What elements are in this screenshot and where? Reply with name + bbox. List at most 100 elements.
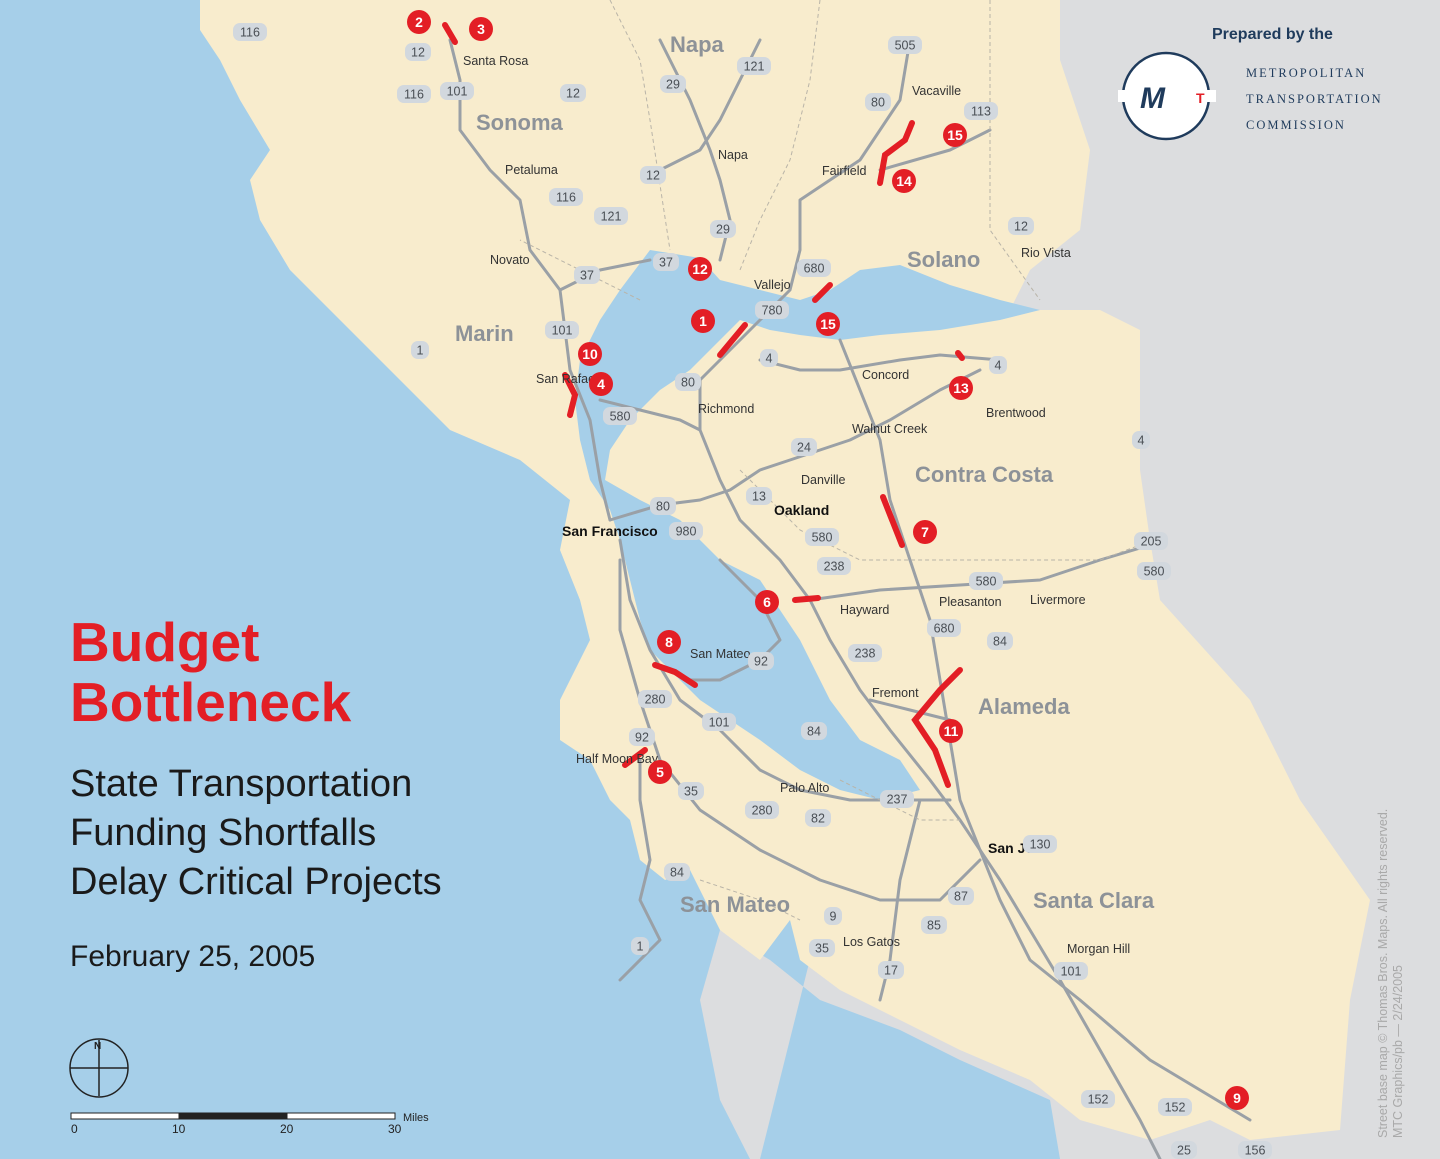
highway-shield: 24 — [791, 438, 817, 456]
shield-number: 24 — [797, 441, 811, 455]
city-label: Danville — [801, 473, 846, 487]
shield-number: 980 — [676, 525, 697, 539]
org-line: METROPOLITAN — [1246, 66, 1367, 80]
highway-shield: 680 — [797, 259, 831, 277]
shield-number: 205 — [1141, 535, 1162, 549]
city-label: Walnut Creek — [852, 422, 928, 436]
scale-bar: 0 10 20 30 Miles — [70, 1112, 429, 1136]
shield-number: 37 — [659, 256, 673, 270]
highway-shield: 280 — [638, 690, 672, 708]
highway-shield: 29 — [710, 220, 736, 238]
shield-shape — [594, 207, 628, 225]
org-line: COMMISSION — [1246, 118, 1346, 132]
subtitle-line: Funding Shortfalls — [70, 812, 377, 854]
shield-shape — [1137, 562, 1171, 580]
marker-circle — [691, 309, 715, 333]
highway-shield: 238 — [848, 644, 882, 662]
marker-circle — [949, 376, 973, 400]
shield-number: 680 — [804, 262, 825, 276]
shield-number: 580 — [812, 531, 833, 545]
shield-shape — [1008, 217, 1034, 235]
shield-shape — [848, 644, 882, 662]
project-marker: 8 — [657, 630, 681, 654]
shield-number: 29 — [716, 223, 730, 237]
county-label: Sonoma — [476, 110, 564, 135]
shield-shape — [746, 487, 772, 505]
highway-shield: 80 — [650, 497, 676, 515]
marker-number: 6 — [763, 594, 771, 610]
shield-number: 4 — [1138, 434, 1145, 448]
shield-number: 130 — [1030, 838, 1051, 852]
shield-shape — [791, 438, 817, 456]
subtitle-line: State Transportation — [70, 763, 413, 805]
shield-shape — [549, 188, 583, 206]
county-label: Contra Costa — [915, 462, 1054, 487]
shield-shape — [745, 801, 779, 819]
highway-shield: 80 — [865, 93, 891, 111]
highway-shield: 84 — [664, 863, 690, 881]
scale-tick: 20 — [280, 1122, 294, 1136]
map-credit: Street base map © Thomas Bros. Maps. All… — [1376, 809, 1406, 1138]
marker-number: 9 — [1233, 1090, 1241, 1106]
marker-circle — [1225, 1086, 1249, 1110]
marker-number: 4 — [597, 376, 605, 392]
shield-shape — [1081, 1090, 1115, 1108]
shield-number: 580 — [1144, 565, 1165, 579]
scale-tick: 0 — [71, 1122, 78, 1136]
shield-number: 9 — [830, 910, 837, 924]
shield-shape — [755, 301, 789, 319]
shield-number: 238 — [855, 647, 876, 661]
project-marker: 9 — [1225, 1086, 1249, 1110]
city-label: Novato — [490, 253, 530, 267]
mtc-logo: M T — [1118, 51, 1216, 141]
highway-shield: 4 — [989, 356, 1007, 374]
highway-shield: 1 — [631, 937, 649, 955]
shield-shape — [921, 916, 947, 934]
highway-shield: 280 — [745, 801, 779, 819]
city-label: Richmond — [698, 402, 754, 416]
county-label: San Mateo — [680, 892, 790, 917]
san-francisco-bay — [575, 250, 1040, 800]
highway-shield: 80 — [675, 373, 701, 391]
highway-shield: 87 — [948, 887, 974, 905]
shield-number: 85 — [927, 919, 941, 933]
shield-number: 12 — [1014, 220, 1028, 234]
highway-shield: 12 — [1008, 217, 1034, 235]
shield-number: 13 — [752, 490, 766, 504]
shield-shape — [669, 522, 703, 540]
shield-shape — [638, 690, 672, 708]
city-label: San Rafael — [536, 372, 598, 386]
marker-circle — [688, 257, 712, 281]
shield-number: 25 — [1177, 1144, 1191, 1158]
highway-shield: 156 — [1238, 1141, 1272, 1159]
project-marker: 12 — [688, 257, 712, 281]
highway-shield: 980 — [669, 522, 703, 540]
highway-shield: 92 — [629, 728, 655, 746]
shield-shape — [969, 572, 1003, 590]
organization-name: METROPOLITAN TRANSPORTATION COMMISSION — [1246, 60, 1383, 138]
highway-shield: 580 — [805, 528, 839, 546]
marker-circle — [657, 630, 681, 654]
shield-number: 92 — [635, 731, 649, 745]
marker-number: 3 — [477, 21, 485, 37]
highway-shield: 12 — [640, 166, 666, 184]
north-label: N — [94, 1041, 101, 1052]
city-label: Fremont — [872, 686, 919, 700]
project-marker: 15 — [943, 123, 967, 147]
shield-shape — [948, 887, 974, 905]
city-label: Hayward — [840, 603, 889, 617]
shield-shape — [574, 266, 600, 284]
shield-number: 84 — [807, 725, 821, 739]
highway-shield: 505 — [888, 36, 922, 54]
shield-shape — [865, 93, 891, 111]
city-label: San Mateo — [690, 647, 751, 661]
marker-circle — [913, 520, 937, 544]
shield-shape — [797, 259, 831, 277]
highway-shield: 29 — [660, 75, 686, 93]
shield-number: 113 — [971, 105, 991, 119]
project-marker: 6 — [755, 590, 779, 614]
bay-area-land — [200, 0, 1370, 1140]
highway-shield: 85 — [921, 916, 947, 934]
highway-shield: 152 — [1158, 1098, 1192, 1116]
